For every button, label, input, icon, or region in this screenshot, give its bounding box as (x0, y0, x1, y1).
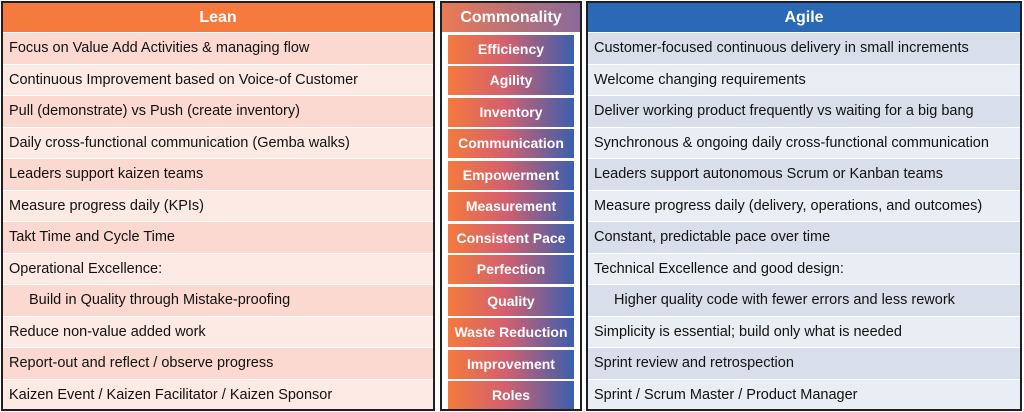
agile-column: Agile Customer-focused continuous delive… (586, 1, 1022, 411)
lean-row: Continuous Improvement based on Voice-of… (3, 63, 433, 95)
agile-row: Deliver working product frequently vs wa… (588, 95, 1020, 127)
lean-row: Build in Quality through Mistake-proofin… (3, 284, 433, 316)
agile-rows: Customer-focused continuous delivery in … (588, 32, 1020, 409)
commonality-pill: Inventory (448, 97, 574, 127)
lean-row: Pull (demonstrate) vs Push (create inven… (3, 95, 433, 127)
lean-row: Kaizen Event / Kaizen Facilitator / Kaiz… (3, 378, 433, 409)
agile-row: Welcome changing requirements (588, 63, 1020, 95)
agile-row: Synchronous & ongoing daily cross-functi… (588, 126, 1020, 158)
commonality-pill: Communication (448, 129, 574, 158)
agile-row: Higher quality code with fewer errors an… (588, 284, 1020, 316)
lean-column: Lean Focus on Value Add Activities & man… (1, 1, 435, 411)
commonality-header: Commonality (442, 3, 580, 32)
agile-row: Leaders support autonomous Scrum or Kanb… (588, 158, 1020, 190)
commonality-pill: Agility (448, 66, 574, 95)
lean-row: Operational Excellence: (3, 252, 433, 284)
lean-header: Lean (3, 3, 433, 32)
lean-row: Takt Time and Cycle Time (3, 221, 433, 253)
lean-row: Daily cross-functional communication (Ge… (3, 126, 433, 158)
commonality-pill: Roles (448, 381, 574, 409)
commonality-pill: Efficiency (448, 34, 574, 64)
commonality-pill: Measurement (448, 192, 574, 221)
agile-row: Sprint review and retrospection (588, 347, 1020, 379)
agile-row: Simplicity is essential; build only what… (588, 315, 1020, 347)
commonality-pill: Empowerment (448, 160, 574, 190)
commonality-pill: Improvement (448, 349, 574, 379)
lean-row: Reduce non-value added work (3, 315, 433, 347)
agile-row: Measure progress daily (delivery, operat… (588, 189, 1020, 221)
agile-row: Sprint / Scrum Master / Product Manager (588, 378, 1020, 409)
lean-row: Leaders support kaizen teams (3, 158, 433, 190)
lean-rows: Focus on Value Add Activities & managing… (3, 32, 433, 409)
commonality-pill: Waste Reduction (448, 318, 574, 347)
commonality-pill: Quality (448, 286, 574, 316)
agile-header: Agile (588, 3, 1020, 32)
lean-row: Measure progress daily (KPIs) (3, 189, 433, 221)
lean-row: Report-out and reflect / observe progres… (3, 347, 433, 379)
agile-row: Constant, predictable pace over time (588, 221, 1020, 253)
commonality-pill: Perfection (448, 255, 574, 284)
lean-row: Focus on Value Add Activities & managing… (3, 32, 433, 64)
agile-row: Customer-focused continuous delivery in … (588, 32, 1020, 64)
agile-row: Technical Excellence and good design: (588, 252, 1020, 284)
commonality-pill: Consistent Pace (448, 223, 574, 253)
